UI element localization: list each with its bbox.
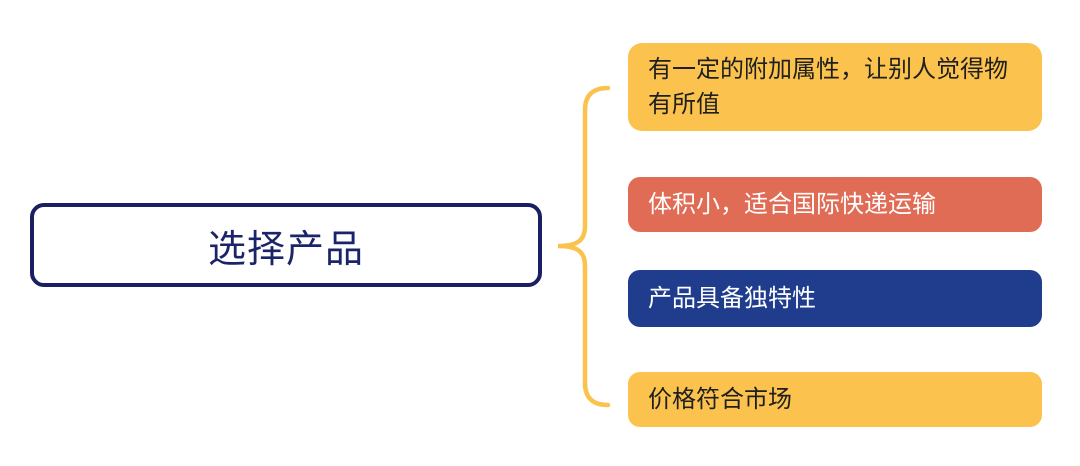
branch-node-small-volume: 体积小，适合国际快递运输 (628, 177, 1042, 232)
brace-path (557, 85, 611, 408)
branch-node-uniqueness: 产品具备独特性 (628, 270, 1042, 327)
branch-label: 价格符合市场 (648, 386, 792, 413)
root-node: 选择产品 (30, 203, 542, 287)
branch-node-added-value: 有一定的附加属性，让别人觉得物有所值 (628, 43, 1042, 131)
root-node-label: 选择产品 (207, 228, 364, 271)
branch-label: 有一定的附加属性，让别人觉得物有所值 (648, 56, 1008, 118)
branch-label: 产品具备独特性 (648, 285, 816, 312)
brace-connector (557, 85, 611, 408)
branch-node-market-price: 价格符合市场 (628, 372, 1042, 427)
branch-label: 体积小，适合国际快递运输 (648, 191, 936, 218)
